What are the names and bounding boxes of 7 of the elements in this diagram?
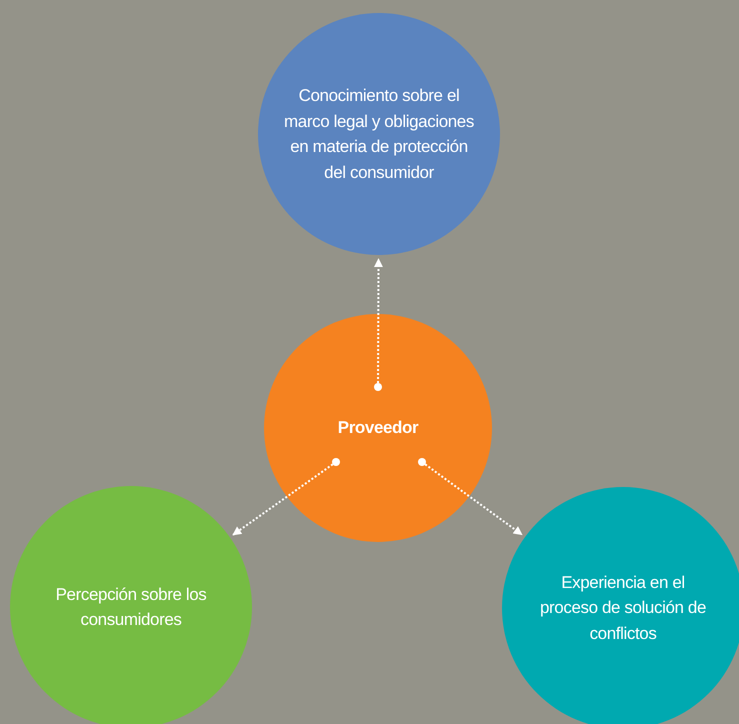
node-label: Experiencia en el proceso de solución de conflictos <box>538 572 708 645</box>
dotted-arrow <box>418 458 523 536</box>
dotted-arrow <box>374 258 383 391</box>
node-label: Percepción sobre los consumidores <box>54 584 208 631</box>
node-label: Proveedor <box>338 417 418 440</box>
node-label: Conocimiento sobre el marco legal y obligaciones en materia de protección del consumidor <box>284 85 474 184</box>
dotted-arrow <box>232 458 340 536</box>
